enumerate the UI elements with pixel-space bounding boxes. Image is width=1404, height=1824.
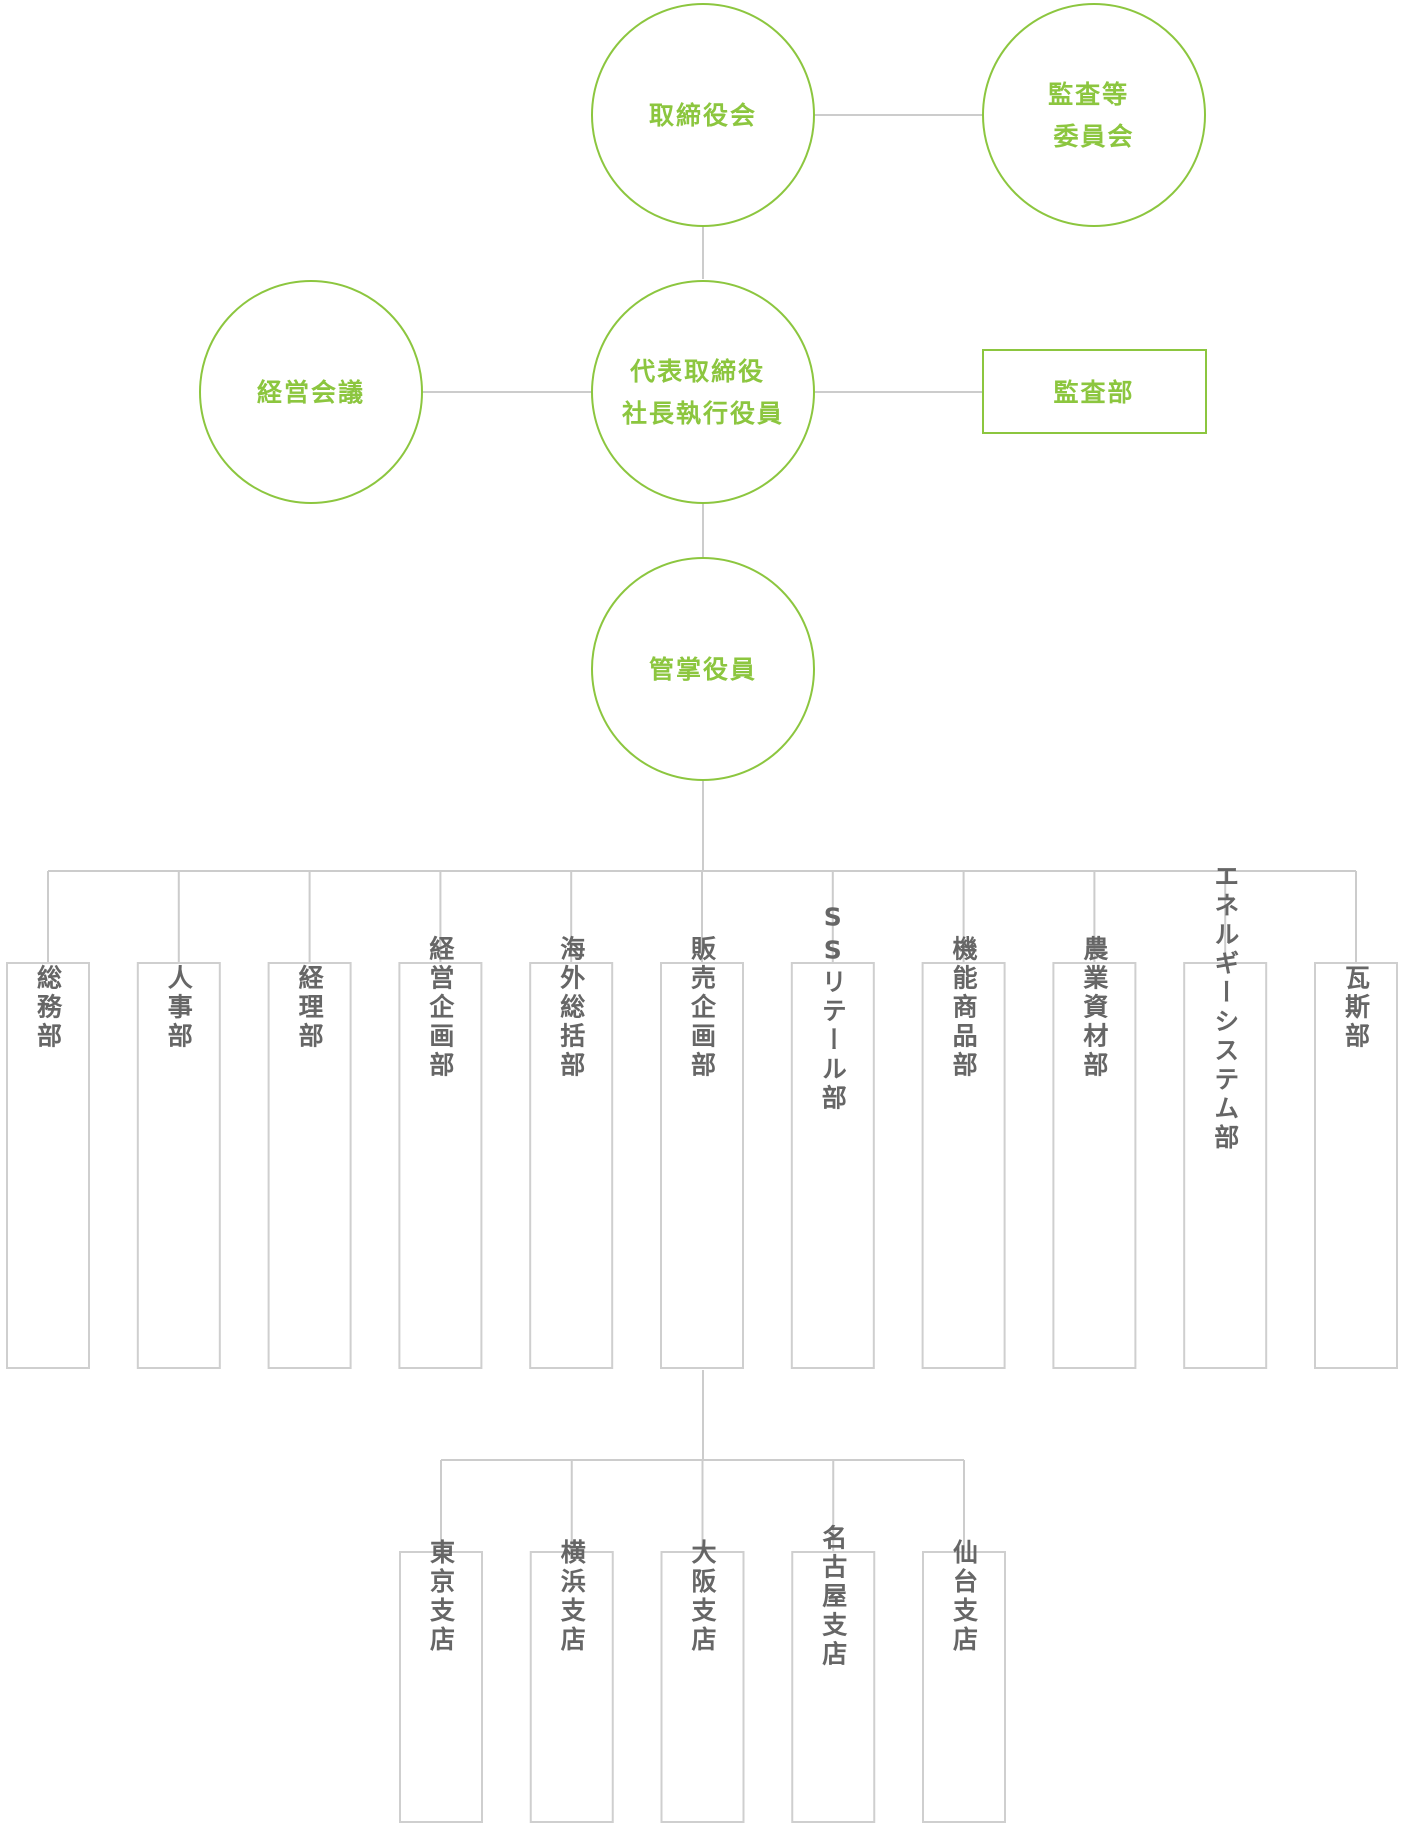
branch-osaka-label: 大阪支店 xyxy=(688,1539,717,1655)
dept-hr-box xyxy=(136,962,221,1369)
dept-agri-materials: 農業資材部 xyxy=(1052,936,1137,1369)
branch-osaka-box xyxy=(660,1551,745,1823)
management-meeting-label: 経営会議 xyxy=(257,378,365,407)
dept-overseas-label: 海外総括部 xyxy=(557,935,586,1081)
department-boxes: 総務部 人事部 経理部 経営企画部 海外総括部 販売企画部 SSリテール部 機能商品部 農業資材… xyxy=(6,863,1398,1369)
dept-gas: 瓦斯部 xyxy=(1314,962,1398,1369)
branch-yokohama: 横浜支店 xyxy=(529,1539,614,1823)
dept-functional-products: 機能商品部 xyxy=(921,936,1006,1369)
dept-agri-materials-label: 農業資材部 xyxy=(1080,936,1109,1081)
executive-circle xyxy=(591,557,815,781)
dept-ss-retail: SSリテール部 xyxy=(790,903,875,1369)
audit-dept-label-line: 監査部 xyxy=(1053,378,1134,407)
dept-sales-planning: 販売企画部 xyxy=(660,936,744,1369)
branch-tokyo-box xyxy=(399,1551,483,1823)
department-drops xyxy=(47,871,1357,963)
dept-corporate-planning-box xyxy=(398,962,483,1369)
dept-energy-systems-label: エネルギーシステム部 xyxy=(1211,863,1240,1153)
branch-yokohama-label: 横浜支店 xyxy=(557,1539,586,1655)
president-node: 代表取締役 社長執行役員 xyxy=(591,280,815,504)
audit-committee-label-line-2: 委員会 xyxy=(1052,122,1134,151)
dept-hr-label: 人事部 xyxy=(164,965,193,1052)
dept-accounting-label: 経理部 xyxy=(295,964,324,1052)
branch-tokyo-label: 東京支店 xyxy=(427,1539,456,1655)
dept-gas-label: 瓦斯部 xyxy=(1342,965,1371,1052)
audit-committee-label-line-1: 監査等 xyxy=(1048,80,1129,109)
branch-nagoya-label: 名古屋支店 xyxy=(819,1524,848,1670)
president-circle xyxy=(591,280,815,504)
dept-sales-planning-box xyxy=(660,962,744,1369)
dept-energy-systems-box xyxy=(1183,962,1268,1369)
branch-tokyo: 東京支店 xyxy=(399,1539,483,1823)
management-meeting-circle xyxy=(199,280,423,504)
board-circle xyxy=(591,3,815,227)
branch-sendai-box xyxy=(922,1551,1006,1823)
dept-energy-systems: エネルギーシステム部 xyxy=(1183,863,1268,1369)
dept-ss-retail-label: SSリテール部 xyxy=(818,903,847,1114)
executive-label: 管掌役員 xyxy=(649,655,757,684)
dept-sales-planning-label: 販売企画部 xyxy=(688,936,717,1081)
dept-accounting: 経理部 xyxy=(267,962,352,1369)
dept-corporate-planning-label: 経営企画部 xyxy=(426,935,455,1081)
board-node: 取締役会 xyxy=(591,3,815,227)
audit-committee-label: 監査等 委員会 xyxy=(1048,80,1140,151)
branch-yokohama-box xyxy=(529,1551,614,1823)
dept-general-affairs-label: 総務部 xyxy=(34,964,63,1052)
executive-label-line: 管掌役員 xyxy=(649,655,757,684)
dept-corporate-planning: 経営企画部 xyxy=(398,935,483,1369)
board-label: 取締役会 xyxy=(649,101,757,130)
branch-boxes: 東京支店 横浜支店 大阪支店 名古屋支店 仙台支店 xyxy=(399,1524,1006,1823)
branch-sendai-label: 仙台支店 xyxy=(950,1539,979,1655)
audit-dept-box xyxy=(982,349,1207,434)
management-meeting-label-line: 経営会議 xyxy=(257,378,365,407)
dept-gas-box xyxy=(1314,962,1398,1369)
dept-functional-products-label: 機能商品部 xyxy=(949,936,978,1081)
dept-ss-retail-box xyxy=(790,962,875,1369)
audit-committee-circle xyxy=(982,3,1206,227)
dept-overseas: 海外総括部 xyxy=(529,935,614,1369)
audit-committee-node: 監査等 委員会 xyxy=(982,3,1206,227)
president-label-line-1: 代表取締役 xyxy=(629,357,765,386)
audit-dept-label: 監査部 xyxy=(1053,378,1134,407)
dept-overseas-box xyxy=(529,962,614,1369)
president-label: 代表取締役 社長執行役員 xyxy=(622,357,784,428)
board-label-line: 取締役会 xyxy=(649,101,757,130)
executive-node: 管掌役員 xyxy=(591,557,815,781)
dept-functional-products-box xyxy=(921,962,1006,1369)
connectors xyxy=(47,114,1357,1552)
dept-agri-materials-box xyxy=(1052,962,1137,1369)
dept-general-affairs-box xyxy=(6,962,90,1369)
audit-dept-node: 監査部 xyxy=(982,349,1207,434)
dept-accounting-box xyxy=(267,962,352,1369)
branch-osaka: 大阪支店 xyxy=(660,1539,745,1823)
branch-drops xyxy=(440,1460,965,1552)
branch-nagoya-box xyxy=(791,1551,876,1823)
president-label-line-2: 社長執行役員 xyxy=(622,399,784,428)
branch-sendai: 仙台支店 xyxy=(922,1539,1006,1823)
branch-nagoya: 名古屋支店 xyxy=(791,1524,876,1823)
dept-hr: 人事部 xyxy=(136,962,221,1369)
management-meeting-node: 経営会議 xyxy=(199,280,423,504)
dept-general-affairs: 総務部 xyxy=(6,962,90,1369)
